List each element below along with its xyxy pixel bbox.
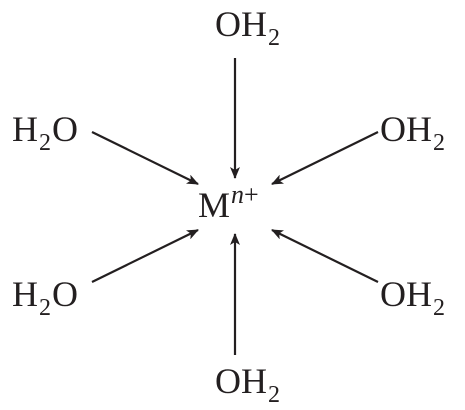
- ligand-top: OH2: [215, 4, 281, 50]
- metal-ion: Mn+: [198, 182, 259, 225]
- ligand-bottom-main: OH: [215, 361, 267, 401]
- ligand-top-subscript: 2: [268, 25, 280, 51]
- metal-charge: n+: [231, 180, 259, 209]
- ligand-lower-left: H2O: [12, 274, 78, 320]
- ligand-bottom-subscript: 2: [268, 382, 280, 408]
- arrow-lower-left: [91, 229, 199, 283]
- ligand-upper-left: H2O: [12, 109, 78, 155]
- arrow-upper-right: [271, 131, 379, 185]
- ligand-lower-left-tail: O: [52, 274, 78, 314]
- ligand-lower-left-subscript: 2: [39, 295, 51, 321]
- metal-charge-n: n: [231, 180, 245, 209]
- ligand-lower-left-main: H: [12, 274, 38, 314]
- ligand-upper-left-main: H: [12, 109, 38, 149]
- ligand-upper-right: OH2: [380, 109, 446, 155]
- ligand-upper-left-subscript: 2: [39, 130, 51, 156]
- ligand-top-main: OH: [215, 4, 267, 44]
- ligand-lower-right: OH2: [380, 274, 446, 320]
- ligand-upper-right-subscript: 2: [433, 130, 445, 156]
- ligand-lower-right-subscript: 2: [433, 295, 445, 321]
- ligand-lower-right-main: OH: [380, 274, 432, 314]
- ligand-upper-left-tail: O: [52, 109, 78, 149]
- arrow-lower-right: [271, 229, 379, 283]
- arrow-upper-left: [91, 131, 199, 185]
- ligand-upper-right-main: OH: [380, 109, 432, 149]
- metal-charge-sign: +: [244, 180, 259, 209]
- ligand-bottom: OH2: [215, 361, 281, 407]
- metal-symbol: M: [198, 185, 231, 225]
